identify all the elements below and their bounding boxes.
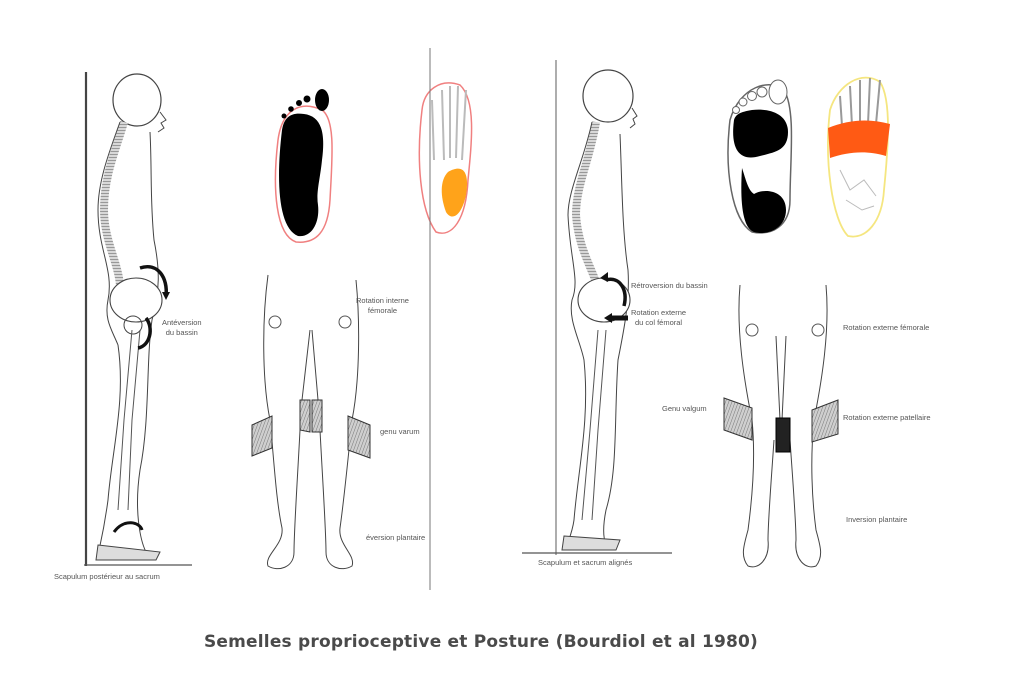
left-side-view xyxy=(84,72,192,566)
label-rotation-interne: Rotation interne fémorale xyxy=(356,296,409,316)
left-foot-skeleton xyxy=(418,82,473,234)
label-rotation-col-line2: du col fémoral xyxy=(634,318,683,327)
right-side-view xyxy=(522,60,672,555)
right-foot-skeleton xyxy=(827,76,890,238)
label-rotation-col: Rotation externe du col fémoral xyxy=(631,308,686,328)
label-retroversion: Rétroversion du bassin xyxy=(631,281,708,290)
label-rotation-interne-line1: Rotation interne xyxy=(356,296,409,305)
label-scapulum-right: Scapulum et sacrum alignés xyxy=(538,558,633,567)
label-genu-valgum: Genu valgum xyxy=(662,404,707,413)
label-anteversion-line2: du bassin xyxy=(165,328,198,337)
right-front-view xyxy=(723,284,839,568)
label-anteversion: Antéversion du bassin xyxy=(162,318,202,338)
left-front-view xyxy=(251,274,371,570)
right-footprint xyxy=(727,79,793,234)
label-rotation-externe-patellaire: Rotation externe patellaire xyxy=(843,413,931,422)
label-rotation-interne-line2: fémorale xyxy=(367,306,398,315)
figure-caption: Semelles proprioceptive et Posture (Bour… xyxy=(203,632,759,652)
label-rotation-col-line1: Rotation externe xyxy=(631,308,687,317)
label-genu-varum: genu varum xyxy=(380,427,420,436)
label-eversion-plantaire: éversion plantaire xyxy=(366,533,426,542)
label-scapulum-left: Scapulum postérieur au sacrum xyxy=(54,572,160,581)
left-footprint xyxy=(274,89,333,243)
label-inversion-plantaire: Inversion plantaire xyxy=(846,515,908,524)
label-rotation-externe-femorale: Rotation externe fémorale xyxy=(843,323,930,332)
label-anteversion-line1: Antéversion xyxy=(162,318,202,327)
